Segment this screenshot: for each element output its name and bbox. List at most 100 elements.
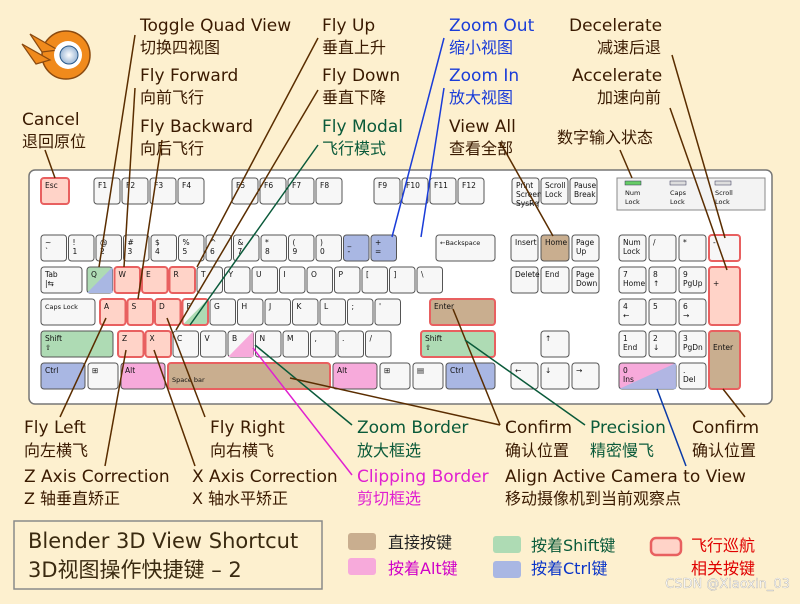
key-row4-Z: Z xyxy=(117,330,145,358)
title-box xyxy=(13,520,323,590)
key-row2-[: [ xyxy=(361,266,388,294)
svg-text:Page: Page xyxy=(576,238,595,247)
leader-line xyxy=(137,139,163,300)
svg-text:/: / xyxy=(370,334,373,343)
svg-text:.: . xyxy=(342,334,344,343)
svg-text:F: F xyxy=(187,302,191,311)
svg-text:/: / xyxy=(653,238,656,247)
svg-text:Shift: Shift xyxy=(425,334,442,343)
leader-line xyxy=(59,317,107,418)
legend-label-alt: 按着Alt键 xyxy=(388,559,458,578)
svg-text:2: 2 xyxy=(100,247,105,256)
svg-text:Home: Home xyxy=(545,238,568,247)
key-num-1: !1 xyxy=(68,234,95,262)
leader-line xyxy=(669,107,728,271)
leader-lines xyxy=(44,34,746,476)
key-row4-M: M xyxy=(282,330,309,358)
key-numminus: - xyxy=(708,234,741,262)
svg-text:9: 9 xyxy=(683,270,688,279)
key-space: Space bar xyxy=(167,362,331,390)
key-row4-V: V xyxy=(200,330,227,358)
label-view-all-zh: 查看全部 xyxy=(449,139,513,158)
svg-text:Down: Down xyxy=(576,279,597,288)
label-zoom-in-zh: 放大视图 xyxy=(449,88,513,107)
key-num-0: )0 xyxy=(315,234,342,262)
svg-text:1: 1 xyxy=(73,247,78,256)
svg-text:Enter: Enter xyxy=(713,343,734,352)
svg-text:F4: F4 xyxy=(182,181,191,190)
indicator-label: Caps xyxy=(670,189,687,197)
svg-text:F2: F2 xyxy=(126,181,135,190)
key-row2-I: I xyxy=(279,266,306,294)
leader-line xyxy=(254,344,353,426)
svg-text:Alt: Alt xyxy=(125,366,135,375)
svg-text:M: M xyxy=(287,334,293,343)
svg-text:B: B xyxy=(232,334,237,343)
svg-text:V: V xyxy=(205,334,211,343)
label-precision-en: Precision xyxy=(590,418,666,438)
key-num-4: $4 xyxy=(150,234,177,262)
label-align-camera-en: Align Active Camera to View xyxy=(505,467,746,487)
key-row2-\: \ xyxy=(416,266,443,294)
legend-swatch-shift xyxy=(493,536,521,553)
svg-text:Home: Home xyxy=(623,279,646,288)
svg-text:%: % xyxy=(183,238,190,247)
svg-text:(: ( xyxy=(293,238,296,247)
key-num-9: (9 xyxy=(288,234,315,262)
legend: 直接按键 按着Alt键 按着Shift键 按着Ctrl键 飞行巡航 相关按键 xyxy=(348,533,755,578)
leader-line xyxy=(123,87,136,268)
svg-text:F9: F9 xyxy=(378,181,387,190)
key-num-3: #3 xyxy=(123,234,150,262)
key-row3-J: J xyxy=(264,298,291,326)
svg-text:3: 3 xyxy=(683,334,688,343)
svg-text:Del: Del xyxy=(683,375,695,384)
svg-text:Z: Z xyxy=(122,334,127,343)
svg-text:,: , xyxy=(315,334,317,343)
leader-line xyxy=(175,89,319,331)
svg-text:\: \ xyxy=(421,270,424,279)
legend-swatch-ctrl xyxy=(493,561,521,578)
label-fly-down-en: Fly Down xyxy=(322,66,400,86)
key-capslock: Caps Lock xyxy=(40,298,96,326)
key-num4: 4← xyxy=(618,298,647,326)
svg-text:Space bar: Space bar xyxy=(172,376,205,384)
key-numplus: + xyxy=(708,266,741,326)
key-num-7: &7 xyxy=(233,234,260,262)
svg-text:`: ` xyxy=(45,247,49,256)
leader-line xyxy=(722,388,746,418)
svg-text:F7: F7 xyxy=(292,181,301,190)
svg-text:&: & xyxy=(238,238,244,247)
label-fly-backward-zh: 向后飞行 xyxy=(140,139,204,158)
indicator-label: Lock xyxy=(670,198,685,206)
leader-line xyxy=(189,144,319,326)
svg-text:↓: ↓ xyxy=(545,366,551,375)
svg-text:Alt: Alt xyxy=(337,366,347,375)
svg-text:4: 4 xyxy=(155,247,160,256)
keys-group: EscF1F2F3F4F5F6F7F8F9F10F11F12PrintScree… xyxy=(40,177,741,390)
key-num--: _- xyxy=(343,234,370,262)
leader-line xyxy=(464,339,586,426)
svg-text:;: ; xyxy=(352,302,355,311)
key-esc: Esc xyxy=(40,177,70,205)
svg-text:]: ] xyxy=(394,270,397,279)
key-row4-N: N xyxy=(255,330,282,358)
title-en: Blender 3D View Shortcut xyxy=(28,529,298,553)
key-row2-Q: Q xyxy=(86,266,113,294)
svg-text:PgDn: PgDn xyxy=(683,343,703,352)
svg-text:2: 2 xyxy=(653,334,658,343)
key-num-=: += xyxy=(370,234,397,262)
label-numeric-input-zh: 数字输入状态 xyxy=(557,128,653,147)
label-fly-down-zh: 垂直下降 xyxy=(322,88,386,107)
label-zoom-out-zh: 缩小视图 xyxy=(449,38,513,57)
svg-text:F1: F1 xyxy=(98,181,107,190)
svg-text:+: + xyxy=(713,279,719,288)
key-leftarrow: ← xyxy=(510,362,539,390)
key-row3-H: H xyxy=(237,298,264,326)
key-num-5: %5 xyxy=(178,234,205,262)
numlock-led xyxy=(624,180,642,186)
label-fly-modal-en: Fly Modal xyxy=(322,117,403,137)
svg-text:SysRq: SysRq xyxy=(516,199,539,208)
key-rctrl: Ctrl xyxy=(445,362,496,390)
